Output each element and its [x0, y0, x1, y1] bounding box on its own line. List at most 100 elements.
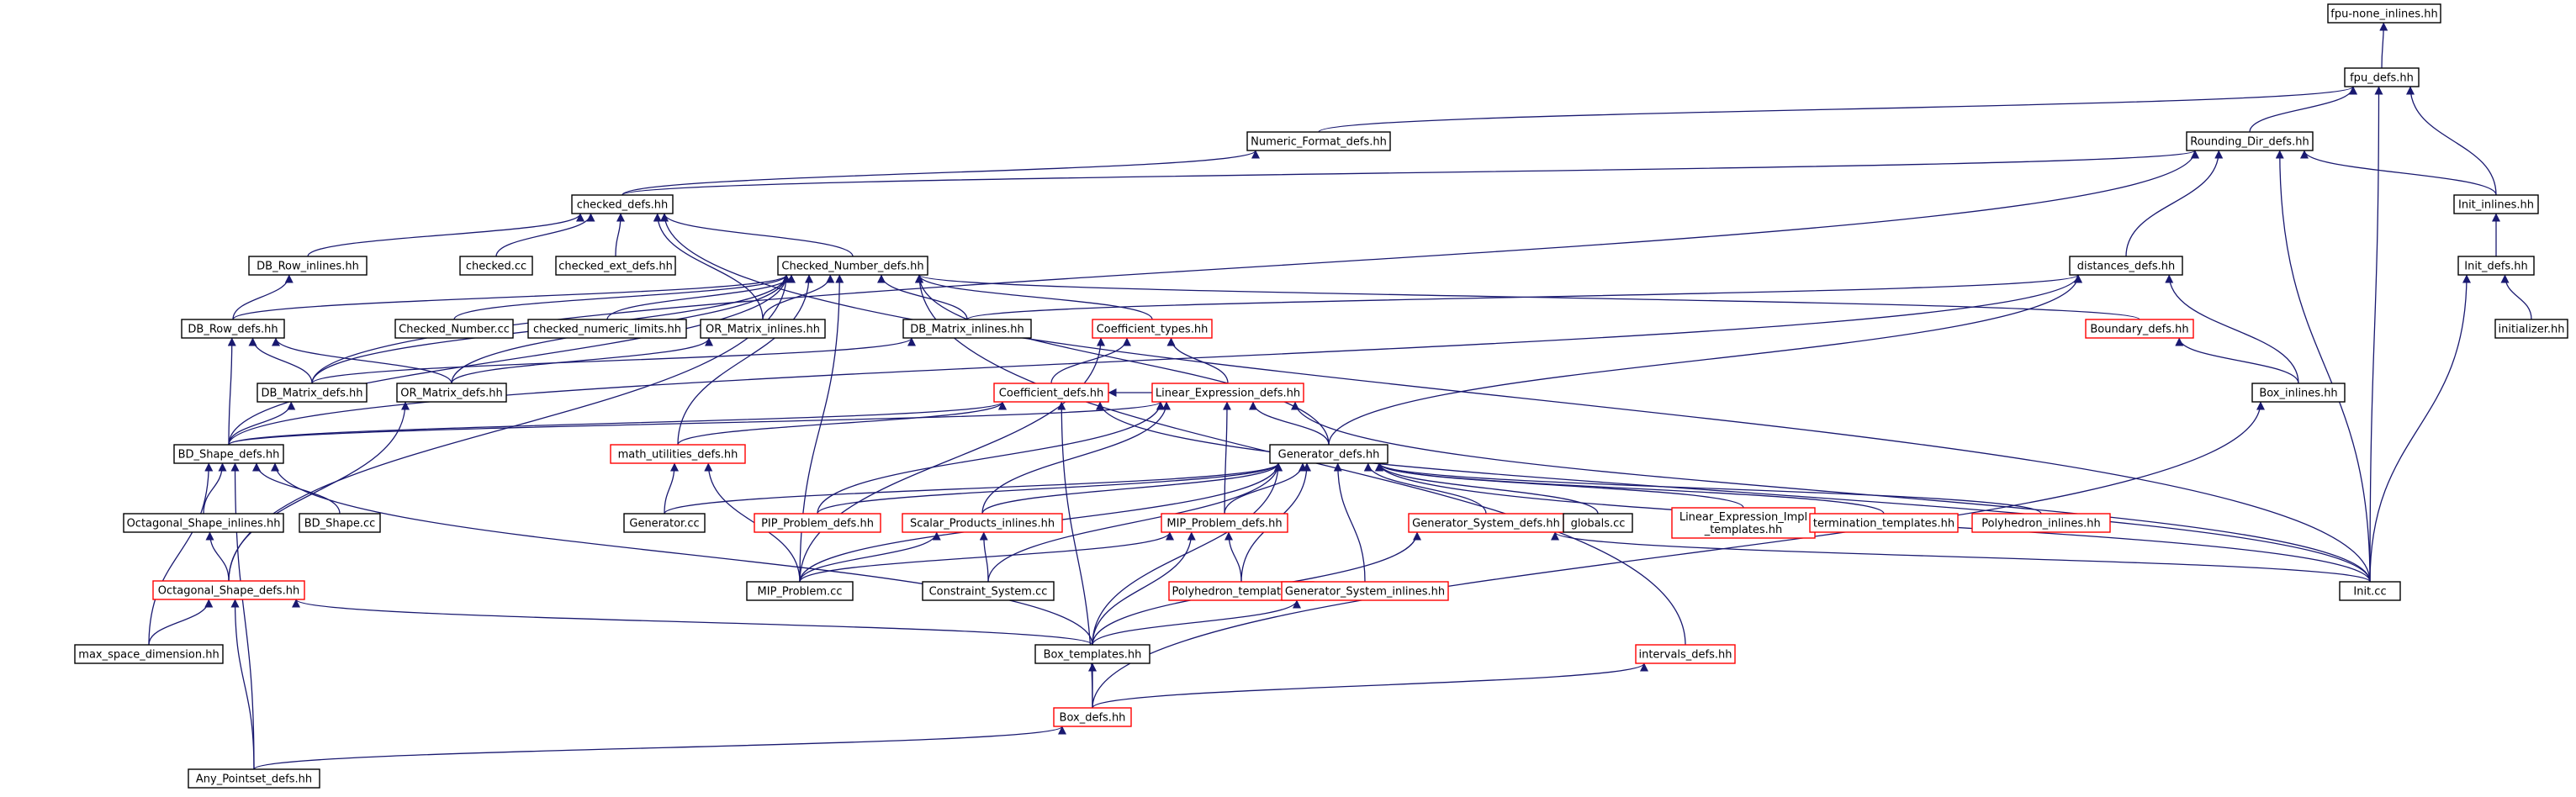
node-rounding-dir-defs[interactable]: Rounding_Dir_defs.hh [2186, 131, 2314, 151]
edge-bd-shape-defs-to-checked-number-defs [228, 274, 791, 446]
node-checked-defs[interactable]: checked_defs.hh [571, 194, 674, 214]
edge-or-matrix-inlines-to-checked-defs [653, 213, 764, 320]
edge-db-row-defs-to-checked-number-defs [232, 274, 791, 320]
node-linear-expression-impl-templates[interactable]: Linear_Expression_Impl_templates.hh [1671, 507, 1816, 539]
node-init-cc[interactable]: Init.cc [2339, 581, 2401, 601]
node-db-row-defs[interactable]: DB_Row_defs.hh [181, 319, 285, 339]
node-math-utilities-defs[interactable]: math_utilities_defs.hh [610, 444, 746, 464]
edge-init-cc-to-init-defs [2369, 274, 2471, 583]
node-globals-cc[interactable]: globals.cc [1563, 513, 1633, 533]
node-numeric-format-defs[interactable]: Numeric_Format_defs.hh [1246, 131, 1391, 151]
node-or-matrix-inlines[interactable]: OR_Matrix_inlines.hh [700, 319, 826, 339]
node-label: Octagonal_Shape_defs.hh [158, 585, 299, 598]
edge-init-cc-to-fpu-defs [2369, 86, 2383, 583]
node-label-line: Init_defs.hh [2464, 261, 2528, 273]
edge-math-utilities-defs-to-coefficient-defs [677, 401, 1007, 446]
edge-globals-cc-to-generator-defs [1375, 462, 1599, 515]
edge-checked-cc-to-checked-defs [495, 213, 595, 257]
edge-octagonal-shape-defs-to-octagonal-shape-inlines [205, 531, 230, 582]
edge-max-space-dimension-to-bd-shape-defs [148, 462, 214, 646]
node-bd-shape-cc[interactable]: BD_Shape.cc [299, 513, 381, 533]
node-generator-defs[interactable]: Generator_defs.hh [1269, 444, 1389, 464]
edge-distances-defs-to-rounding-dir-defs [2125, 150, 2224, 257]
node-box-defs[interactable]: Box_defs.hh [1053, 707, 1132, 727]
node-distances-defs[interactable]: distances_defs.hh [2069, 256, 2183, 276]
node-label-line: Generator_System_defs.hh [1412, 518, 1560, 530]
node-db-row-inlines[interactable]: DB_Row_inlines.hh [248, 256, 368, 276]
node-generator-cc[interactable]: Generator.cc [623, 513, 706, 533]
node-linear-expression-defs[interactable]: Linear_Expression_defs.hh [1151, 383, 1304, 403]
node-box [2453, 194, 2539, 214]
node-checked-ext-defs[interactable]: checked_ext_defs.hh [555, 256, 676, 276]
node-coefficient-defs[interactable]: Coefficient_defs.hh [993, 383, 1109, 403]
node-label-line: termination_templates.hh [1813, 518, 1954, 530]
node-mip-problem-cc[interactable]: MIP_Problem.cc [746, 581, 854, 601]
node-bd-shape-defs[interactable]: BD_Shape_defs.hh [173, 444, 284, 464]
node-label: distances_defs.hh [2077, 261, 2176, 273]
node-box [2186, 131, 2314, 151]
edge-box-templates-to-bd-shape-defs [271, 462, 1093, 646]
node-box [299, 513, 381, 533]
node-box-inlines[interactable]: Box_inlines.hh [2251, 383, 2346, 403]
edge-checked-number-defs-to-checked-defs [660, 213, 854, 257]
node-fpu-none-inlines[interactable]: fpu-none_inlines.hh [2327, 3, 2441, 24]
node-label: DB_Row_defs.hh [188, 324, 278, 336]
node-label: intervals_defs.hh [1638, 649, 1732, 662]
node-label-line: DB_Matrix_defs.hh [261, 388, 362, 400]
edge-db-matrix-defs-to-db-row-defs [248, 337, 313, 384]
node-generator-system-inlines[interactable]: Generator_System_inlines.hh [1281, 581, 1449, 601]
node-label: Octagonal_Shape_inlines.hh [127, 518, 281, 530]
node-polyhedron-inlines[interactable]: Polyhedron_inlines.hh [1971, 513, 2111, 533]
edge-numeric-format-defs-to-fpu-defs [1318, 86, 2357, 133]
node-box [2251, 383, 2346, 403]
edge-polyhedron-inlines-to-generator-defs [1375, 462, 2042, 515]
node-checked-number-cc[interactable]: Checked_Number.cc [394, 319, 514, 339]
node-box [902, 513, 1063, 533]
node-mip-problem-defs[interactable]: MIP_Problem_defs.hh [1161, 513, 1288, 533]
node-label-line: Box_defs.hh [1060, 712, 1126, 725]
node-box [2457, 256, 2535, 276]
node-or-matrix-defs[interactable]: OR_Matrix_defs.hh [396, 383, 507, 403]
node-scalar-products-inlines[interactable]: Scalar_Products_inlines.hh [902, 513, 1063, 533]
node-checked-number-defs[interactable]: Checked_Number_defs.hh [777, 256, 928, 276]
node-checked-cc[interactable]: checked.cc [459, 256, 533, 276]
edge-init-inlines-to-rounding-dir-defs [2300, 150, 2497, 196]
node-box-templates[interactable]: Box_templates.hh [1034, 644, 1150, 664]
node-intervals-defs[interactable]: intervals_defs.hh [1635, 644, 1736, 664]
edge-checked-defs-to-numeric-format-defs [622, 150, 1260, 196]
node-db-matrix-inlines[interactable]: DB_Matrix_inlines.hh [902, 319, 1032, 339]
node-constraint-system-cc[interactable]: Constraint_System.cc [922, 581, 1055, 601]
node-polyhedron-templates[interactable]: Polyhedron_templates.hh [1168, 581, 1314, 601]
node-octagonal-shape-defs[interactable]: Octagonal_Shape_defs.hh [152, 580, 305, 600]
node-label-line: PIP_Problem_defs.hh [761, 518, 874, 530]
node-pip-problem-defs[interactable]: PIP_Problem_defs.hh [754, 513, 881, 533]
node-boundary-defs[interactable]: Boundary_defs.hh [2085, 319, 2194, 339]
node-label-line: Boundary_defs.hh [2090, 324, 2188, 336]
node-init-defs[interactable]: Init_defs.hh [2457, 256, 2535, 276]
node-label: Checked_Number_defs.hh [781, 261, 923, 273]
node-fpu-defs[interactable]: fpu_defs.hh [2344, 67, 2420, 87]
edge-math-utilities-defs-to-checked-number-defs [677, 274, 813, 446]
node-label: Init_defs.hh [2464, 261, 2528, 273]
node-generator-system-defs[interactable]: Generator_System_defs.hh [1408, 513, 1564, 533]
node-db-matrix-defs[interactable]: DB_Matrix_defs.hh [257, 383, 368, 403]
node-octagonal-shape-inlines[interactable]: Octagonal_Shape_inlines.hh [123, 513, 284, 533]
node-max-space-dimension[interactable]: max_space_dimension.hh [74, 644, 224, 664]
edge-checked-defs-to-rounding-dir-defs [622, 150, 2199, 196]
edge-octagonal-shape-defs-to-or-matrix-defs [228, 401, 410, 582]
node-termination-templates[interactable]: termination_templates.hh [1809, 513, 1959, 533]
node-label-line: globals.cc [1571, 518, 1626, 530]
node-box [257, 383, 368, 403]
node-any-pointset-defs[interactable]: Any_Pointset_defs.hh [188, 768, 320, 789]
node-init-inlines[interactable]: Init_inlines.hh [2453, 194, 2539, 214]
node-label-line: Box_inlines.hh [2259, 388, 2337, 400]
node-label: Linear_Expression_defs.hh [1156, 388, 1300, 400]
node-box [777, 256, 928, 276]
node-checked-numeric-limits[interactable]: checked_numeric_limits.hh [527, 319, 687, 339]
edge-coefficient-types-to-checked-number-defs [915, 274, 1153, 320]
node-coefficient-types[interactable]: Coefficient_types.hh [1092, 319, 1213, 339]
node-initializer[interactable]: initializer.hh [2494, 319, 2568, 339]
edge-generator-system-inlines-to-generator-defs [1333, 462, 1366, 583]
edge-checked-ext-defs-to-checked-defs [615, 213, 625, 257]
node-label-line: BD_Shape.cc [304, 518, 376, 530]
